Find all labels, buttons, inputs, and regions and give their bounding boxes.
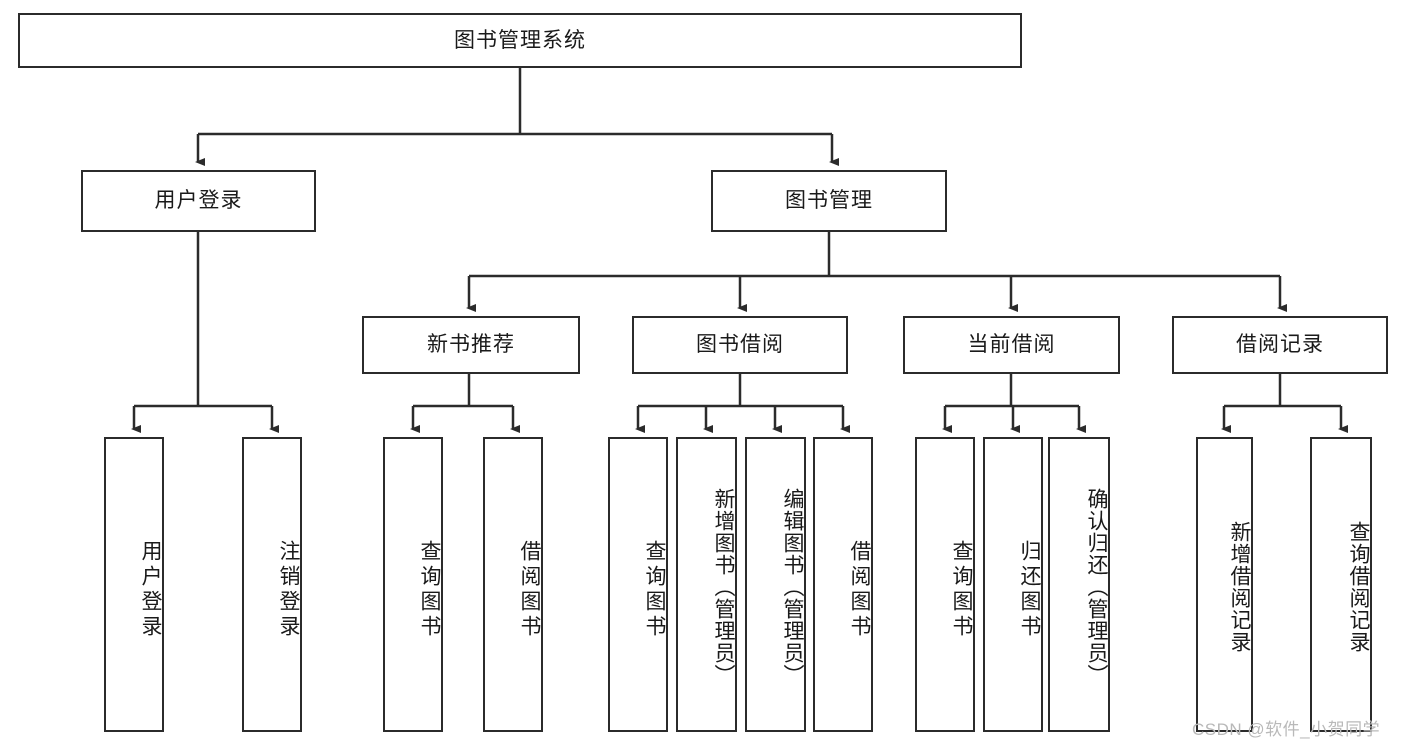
node-book-management[interactable]: 图书管理 [711,170,947,232]
leaf-query-book-recommend[interactable]: 查询图书 [383,437,443,732]
leaf-borrow-book[interactable]: 借阅图书 [813,437,873,732]
leaf-logout-label: 注销登录 [277,539,300,640]
leaf-user-login[interactable]: 用户登录 [104,437,164,732]
leaf-add-borrow-record-label: 新增借阅记录 [1228,520,1251,653]
leaf-query-borrow-record-label: 查询借阅记录 [1347,520,1370,653]
leaf-add-book-admin[interactable]: 新增图书（管理员） [676,437,737,732]
node-new-book-recommend[interactable]: 新书推荐 [362,316,580,374]
node-borrow-record[interactable]: 借阅记录 [1172,316,1388,374]
node-new-book-recommend-label: 新书推荐 [427,333,515,357]
leaf-confirm-return-admin-label: 确认归还（管理员） [1085,487,1108,686]
leaf-add-book-admin-label: 新增图书（管理员） [712,487,735,686]
leaf-query-book-current-label: 查询图书 [950,539,973,640]
leaf-query-borrow-record[interactable]: 查询借阅记录 [1310,437,1372,732]
node-book-borrow-label: 图书借阅 [696,333,784,357]
leaf-query-book-current[interactable]: 查询图书 [915,437,975,732]
node-book-management-label: 图书管理 [785,189,873,213]
leaf-query-book-borrow-label: 查询图书 [643,539,666,640]
leaf-borrow-book-recommend-label: 借阅图书 [518,539,541,640]
node-root-label: 图书管理系统 [454,28,586,52]
csdn-watermark-text: CSDN @软件_小贺同学 [1192,720,1381,739]
leaf-logout[interactable]: 注销登录 [242,437,302,732]
node-current-borrow-label: 当前借阅 [967,333,1056,357]
leaf-borrow-book-recommend[interactable]: 借阅图书 [483,437,543,732]
csdn-watermark: CSDN @软件_小贺同学 [1192,715,1380,740]
node-borrow-record-label: 借阅记录 [1236,333,1324,357]
node-current-borrow[interactable]: 当前借阅 [903,316,1120,374]
leaf-query-book-borrow[interactable]: 查询图书 [608,437,668,732]
node-book-borrow[interactable]: 图书借阅 [632,316,848,374]
node-user-login[interactable]: 用户登录 [81,170,316,232]
leaf-return-book-label: 归还图书 [1018,539,1041,640]
leaf-query-book-recommend-label: 查询图书 [418,539,441,640]
leaf-confirm-return-admin[interactable]: 确认归还（管理员） [1048,437,1110,732]
leaf-return-book[interactable]: 归还图书 [983,437,1043,732]
node-user-login-label: 用户登录 [154,189,243,213]
leaf-edit-book-admin-label: 编辑图书（管理员） [781,487,804,686]
leaf-add-borrow-record[interactable]: 新增借阅记录 [1196,437,1253,732]
leaf-borrow-book-label: 借阅图书 [848,539,871,640]
leaf-edit-book-admin[interactable]: 编辑图书（管理员） [745,437,806,732]
leaf-user-login-label: 用户登录 [139,539,162,640]
node-root[interactable]: 图书管理系统 [18,13,1022,68]
